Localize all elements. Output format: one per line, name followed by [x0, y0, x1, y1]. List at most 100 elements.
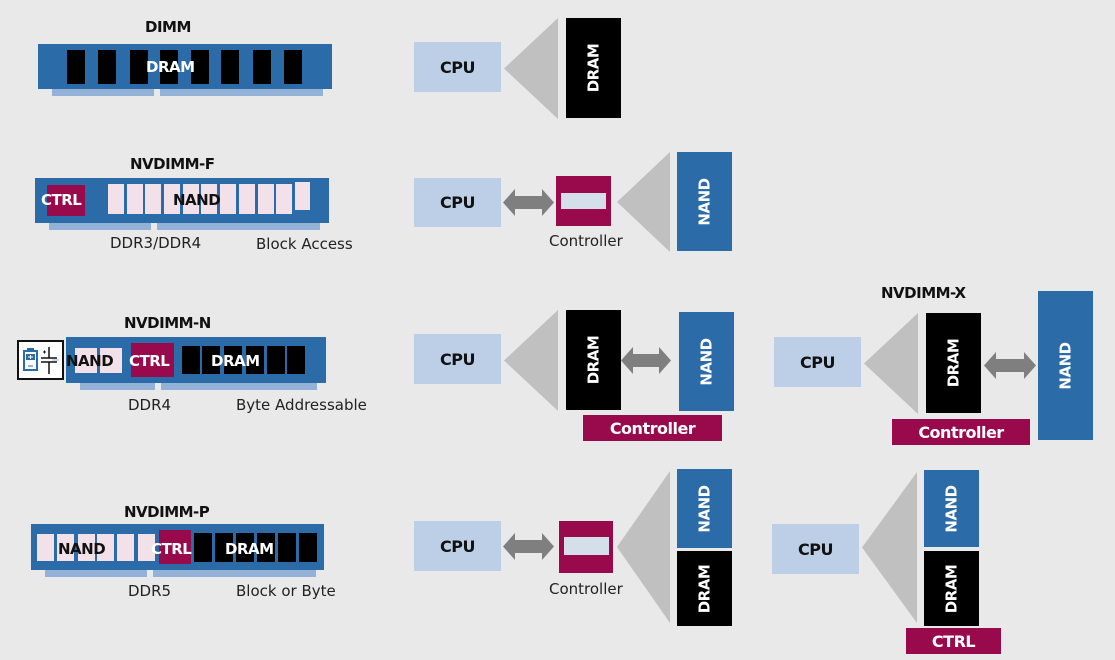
nvdimm-p-nand-label: NAND	[58, 540, 106, 558]
dram-chip	[253, 50, 271, 84]
nvdimm-p-alt-arch-dram-label: DRAM	[942, 564, 961, 613]
dram-chip	[257, 533, 275, 562]
nvdimm-p-arch-dram-label: DRAM	[695, 564, 714, 613]
nvdimm-n-arch-dram-label: DRAM	[584, 335, 603, 385]
nvdimm-p-arch-controller-caption: Controller	[549, 580, 623, 598]
dimm-arch-dram-label: DRAM	[584, 43, 603, 93]
nand-chip	[97, 534, 114, 561]
dram-chip	[191, 50, 209, 84]
nand-chip	[276, 184, 292, 214]
nvdimm-f-title: NVDIMM-F	[130, 155, 215, 173]
nvdimm-n-arch-nand-block: NAND	[679, 312, 734, 411]
nvdimm-p-access: Block or Byte	[236, 582, 336, 600]
nvdimm-f-access: Block Access	[256, 235, 353, 253]
nvdimm-f-ctrl-label: CTRL	[41, 191, 82, 209]
nand-chip	[258, 184, 274, 214]
nvdimm-f-pin-left	[49, 223, 151, 230]
nvdimm-f-arch-cpu-box: CPU	[414, 178, 501, 227]
nvdimm-p-ctrl-chip	[159, 530, 191, 564]
nvdimm-x-arch-fan-shape	[864, 313, 918, 414]
nand-chip	[145, 184, 161, 214]
nvdimm-f-arch-fan-shape	[617, 152, 670, 252]
dram-chip	[299, 533, 317, 562]
dram-chip	[182, 346, 200, 374]
nvdimm-p-dram-label: DRAM	[225, 540, 274, 558]
nvdimm-f-arch-nand-block: NAND	[677, 152, 732, 251]
nand-chip	[138, 534, 155, 561]
dram-chip	[221, 50, 239, 84]
nvdimm-p-alt-arch-ctrl-bar: CTRL	[906, 628, 1001, 654]
nvdimm-n-arch-controller-bar: Controller	[583, 415, 722, 441]
dimm-center-label: DRAM	[146, 58, 195, 76]
nvdimm-p-arch-controller-inner	[564, 537, 609, 555]
nvdimm-f-pin-right	[157, 223, 320, 230]
dimm-pin-left	[52, 89, 154, 96]
nvdimm-x-arch-controller-bar: Controller	[892, 419, 1030, 445]
nvdimm-n-nand-chip	[75, 348, 97, 373]
nvdimm-x-arch-dram-block: DRAM	[926, 313, 981, 413]
dimm-module-board	[38, 44, 332, 89]
nvdimm-x-arch-cpu-box: CPU	[774, 337, 861, 387]
nvdimm-n-arch-dram-block: DRAM	[566, 310, 621, 410]
nvdimm-n-ctrl-chip	[131, 343, 174, 377]
nvdimm-p-title: NVDIMM-P	[124, 503, 210, 521]
dram-chip	[130, 50, 148, 84]
dram-chip	[224, 346, 242, 374]
nvdimm-n-title: NVDIMM-N	[124, 314, 211, 332]
nvdimm-n-access: Byte Addressable	[236, 396, 367, 414]
nvdimm-n-pin-left	[80, 383, 155, 390]
dram-chip	[160, 50, 178, 84]
dram-chip	[67, 50, 85, 84]
dimm-arch-dram-block: DRAM	[566, 18, 621, 118]
nvdimm-x-arch-dram-label: DRAM	[944, 338, 963, 388]
nvdimm-n-nand-chip	[100, 348, 122, 373]
nand-chip	[127, 184, 143, 214]
nvdimm-x-arch-bidirectional-arrow	[984, 352, 1036, 379]
nvdimm-p-alt-arch-fan-shape	[862, 472, 917, 623]
nvdimm-p-arch-nand-label: NAND	[695, 484, 714, 533]
nand-chip	[183, 184, 199, 214]
nvdimm-f-arch-nand-label: NAND	[695, 177, 714, 226]
nand-chip	[164, 184, 180, 214]
dram-chip	[202, 346, 220, 374]
nvdimm-p-alt-arch-nand-block: NAND	[924, 470, 979, 547]
nvdimm-p-arch-nand-block: NAND	[677, 469, 732, 548]
nvdimm-p-pin-right	[153, 570, 316, 577]
nand-chip	[239, 184, 255, 214]
nand-chip	[78, 534, 95, 561]
nand-chip	[295, 182, 310, 210]
nvdimm-p-ctrl-label: CTRL	[151, 540, 192, 558]
nvdimm-f-center-label: NAND	[173, 191, 221, 209]
nvdimm-n-dram-label: DRAM	[211, 352, 260, 370]
nvdimm-p-alt-arch-dram-block: DRAM	[924, 551, 979, 626]
nand-chip	[108, 184, 124, 214]
nand-chip	[220, 184, 236, 214]
dram-chip	[98, 50, 116, 84]
dram-chip	[215, 533, 233, 562]
nvdimm-n-arch-nand-label: NAND	[697, 337, 716, 386]
nvdimm-f-arch-bidirectional-arrow	[503, 189, 554, 216]
nvdimm-f-arch-controller-inner	[561, 193, 606, 209]
nvdimm-x-arch-nand-block: NAND	[1038, 291, 1093, 440]
nvdimm-p-arch-dram-block: DRAM	[677, 551, 732, 626]
nvdimm-p-alt-arch-nand-label: NAND	[942, 484, 961, 533]
dram-chip	[278, 533, 296, 562]
nand-chip	[57, 534, 74, 561]
dram-chip	[194, 533, 212, 562]
nvdimm-n-nand-label: NAND	[66, 352, 114, 370]
dimm-arch-cpu-box: CPU	[414, 42, 501, 92]
nvdimm-n-ctrl-label: CTRL	[129, 352, 170, 370]
nvdimm-f-ctrl-chip	[47, 185, 85, 216]
dimm-arch-fan-shape	[504, 18, 558, 119]
nand-chip	[117, 534, 134, 561]
nvdimm-p-pin-left	[45, 570, 147, 577]
nvdimm-n-interface: DDR4	[128, 396, 172, 414]
dram-chip	[246, 346, 264, 374]
nvdimm-n-arch-bidirectional-arrow	[621, 347, 671, 374]
nvdimm-p-arch-fan-shape	[617, 471, 670, 623]
nvdimm-p-arch-cpu-box: CPU	[414, 521, 501, 571]
nvdimm-f-arch-controller-box	[556, 176, 611, 226]
dimm-title: DIMM	[145, 18, 191, 36]
nvdimm-f-arch-controller-caption: Controller	[549, 232, 623, 250]
nand-chip	[37, 534, 54, 561]
